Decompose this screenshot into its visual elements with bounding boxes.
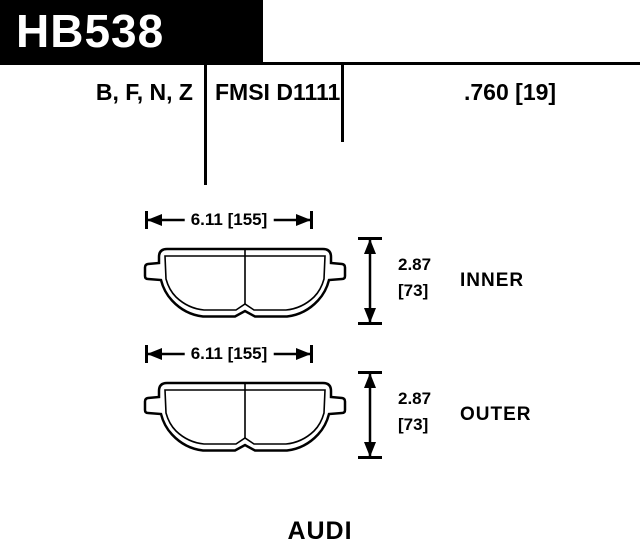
outer-width-dimension: 6.11 [155] [145, 342, 313, 366]
outer-height-value: 2.87 [398, 389, 432, 408]
spec-divider-1 [204, 65, 207, 185]
outer-height-arrow [358, 371, 382, 459]
inner-pad-drawing [143, 247, 347, 318]
inner-height-arrow [358, 237, 382, 325]
outer-pad-drawing [143, 381, 347, 452]
inner-width-label: 6.11 [155] [184, 210, 274, 230]
inner-label: INNER [460, 270, 525, 291]
fmsi-code: FMSI D1111 [215, 79, 341, 105]
outer-height-bracket: [73] [398, 415, 429, 434]
outer-width-label: 6.11 [155] [184, 344, 274, 364]
inner-height-dimension: 2.87 [73] [398, 252, 431, 304]
compound-codes: B, F, N, Z [95, 79, 193, 105]
inner-height-bracket: [73] [398, 281, 429, 300]
inner-height-value: 2.87 [398, 255, 432, 274]
spec-divider-2 [341, 65, 344, 142]
outer-height-dimension: 2.87 [73] [398, 386, 431, 438]
part-number-text: HB538 [16, 5, 165, 57]
vehicle-make-label: AUDI [287, 517, 353, 545]
header-divider-rule [0, 62, 640, 65]
inner-width-dimension: 6.11 [155] [145, 208, 313, 232]
pad-thickness: .760 [19] [464, 79, 557, 105]
part-number-banner: HB538 [0, 0, 263, 62]
outer-label: OUTER [460, 404, 532, 425]
